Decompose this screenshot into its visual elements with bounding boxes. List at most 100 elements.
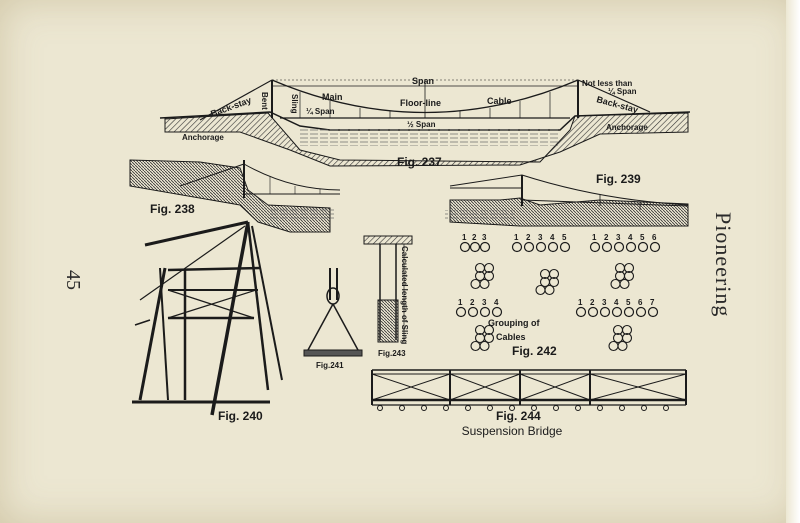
cable-cluster-coil [470, 278, 481, 290]
cable-coil [599, 306, 611, 318]
cable-cluster-coil [610, 278, 621, 290]
cable-coil [647, 306, 659, 318]
cable-cluster-coil [479, 278, 490, 290]
cable-number: 3 [616, 233, 621, 242]
fig-237-label: Fig. 237 [397, 155, 442, 169]
fig-240-diagram [132, 220, 283, 416]
bridge-bolt [421, 405, 427, 411]
cable-number: 5 [562, 233, 567, 242]
cable-cluster-coil [621, 332, 633, 344]
fig-237-not-less-than: Not less than [582, 79, 632, 88]
fig-237-bent: Bent [260, 92, 269, 110]
fig-241-diagram [303, 268, 363, 357]
cable-cluster-coil [535, 284, 546, 296]
bridge-brace [371, 373, 451, 401]
bridge-bolt [663, 405, 669, 411]
fig-244-label: Fig. 244 [496, 409, 541, 423]
fig-238-label: Fig. 238 [150, 202, 195, 216]
cable-number: 2 [470, 298, 475, 307]
cable-coil [575, 306, 587, 318]
cable-number: 5 [640, 233, 645, 242]
bridge-brace [589, 373, 687, 401]
cable-number: 4 [494, 298, 499, 307]
fig-239-label: Fig. 239 [596, 172, 641, 186]
cable-number: 1 [592, 233, 597, 242]
cable-number: 3 [602, 298, 607, 307]
cable-coil [491, 306, 503, 318]
cable-coil [601, 241, 613, 253]
fig-237-anchorage-left: Anchorage [182, 133, 224, 142]
cable-number: 2 [590, 298, 595, 307]
cable-cluster-coil [483, 332, 495, 344]
cable-coil [469, 241, 481, 253]
cable-coil [637, 241, 649, 253]
cable-number: 4 [628, 233, 633, 242]
cable-number: 3 [482, 233, 487, 242]
fig-242-label: Fig. 242 [512, 344, 557, 358]
bridge-bolt [377, 405, 383, 411]
fig-243-diagram [363, 235, 413, 343]
cable-number: 5 [626, 298, 631, 307]
cable-cluster-coil [548, 268, 560, 280]
cable-number: 3 [538, 233, 543, 242]
bridge-brace [449, 373, 521, 401]
cable-number: 4 [550, 233, 555, 242]
fig-243-sling-note: Calculated length of Sling [400, 246, 409, 344]
cable-number: 3 [482, 298, 487, 307]
fig-237-main: Main [322, 92, 343, 102]
cable-number: 6 [652, 233, 657, 242]
fig-239-diagram [445, 174, 689, 227]
cable-cluster-coil [623, 262, 635, 274]
fig-237-cable: Cable [487, 96, 512, 106]
fig-237-floor-line: Floor-line [400, 98, 441, 108]
cable-number: 7 [650, 298, 655, 307]
cable-coil [623, 306, 635, 318]
cable-coil [635, 306, 647, 318]
cable-coil [479, 306, 491, 318]
cable-coil [523, 241, 535, 253]
cable-cluster-coil [621, 324, 633, 336]
bridge-bolt [553, 405, 559, 411]
cable-coil [589, 241, 601, 253]
bridge-bolt [443, 405, 449, 411]
fig-237-span: Span [412, 76, 434, 86]
cable-number: 6 [638, 298, 643, 307]
cable-coil [511, 241, 523, 253]
cable-cluster-coil [617, 340, 628, 352]
bridge-bolt [619, 405, 625, 411]
cable-cluster-coil [483, 262, 495, 274]
fig-242-title-line1: Grouping of [488, 318, 540, 328]
cable-cluster-coil [479, 340, 490, 352]
bridge-bolt [465, 405, 471, 411]
fig-244-caption: Suspension Bridge [461, 424, 563, 438]
cable-coil [479, 241, 491, 253]
cable-number: 4 [614, 298, 619, 307]
cable-coil [649, 241, 661, 253]
bridge-bolt [487, 405, 493, 411]
cable-number: 2 [604, 233, 609, 242]
cable-coil [455, 306, 467, 318]
cable-coil [613, 241, 625, 253]
bridge-brace [519, 373, 591, 401]
cable-number: 2 [526, 233, 531, 242]
cable-number: 1 [578, 298, 583, 307]
cable-coil [547, 241, 559, 253]
cable-cluster-coil [608, 340, 619, 352]
fig-238-diagram [129, 159, 341, 233]
bridge-bolt [531, 405, 537, 411]
fig-237-anchorage-right: Anchorage [606, 123, 648, 132]
bridge-bolt [641, 405, 647, 411]
bridge-bolt [575, 405, 581, 411]
fig-237-quarter-span-left: ¼ Span [306, 107, 335, 116]
bridge-bolt [509, 405, 515, 411]
cable-coil [559, 241, 571, 253]
cable-cluster-coil [470, 340, 481, 352]
cable-cluster-coil [483, 324, 495, 336]
fig-237-sling: Sling [290, 94, 299, 114]
fig-244-diagram [371, 369, 687, 411]
fig-237-diagram [159, 79, 691, 167]
cable-coil [587, 306, 599, 318]
cable-cluster-coil [483, 270, 495, 282]
